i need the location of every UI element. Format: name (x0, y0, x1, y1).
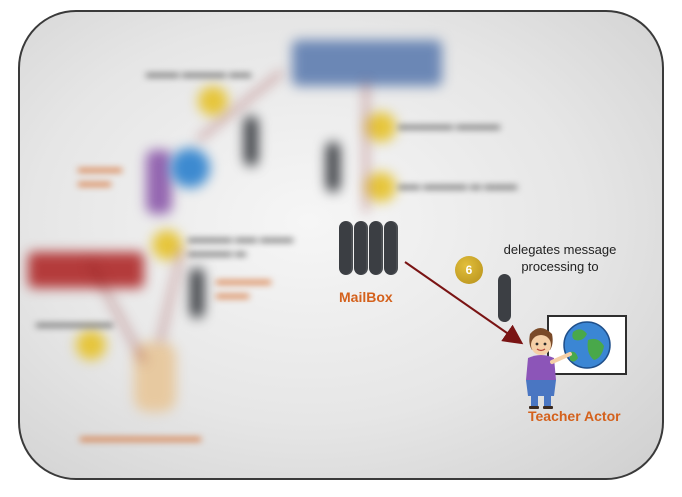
step-ball-4 (152, 230, 182, 260)
blurred-globe (170, 148, 210, 188)
blurred-student-figure (134, 342, 176, 412)
delegation-text-line-2: processing to (521, 259, 599, 274)
mailbox-slot-2 (354, 221, 368, 275)
blurred-bar-2 (326, 142, 340, 192)
blurred-connectors (89, 71, 367, 363)
mailbox-label: MailBox (339, 289, 393, 305)
blurred-text-6: ▬▬▬▬▬▬▬ (78, 163, 122, 189)
step-ball-5 (76, 330, 106, 360)
step-ball-2 (366, 112, 396, 142)
blurred-text-8: ▬▬▬▬▬▬▬▬▬▬▬ (80, 432, 201, 444)
blurred-text-1: ▬▬▬ ▬▬▬▬ ▬▬ (146, 68, 252, 80)
blurred-text-7: ▬▬▬▬▬▬▬▬ (216, 275, 271, 301)
mailbox-slot-3 (369, 221, 383, 275)
delegation-arrow (404, 261, 524, 345)
actor-system-box (28, 252, 144, 288)
step-ball-3 (366, 172, 396, 202)
mailbox-queue (339, 221, 399, 275)
mailbox-slot-4 (384, 221, 398, 275)
blurred-bar-3 (190, 268, 204, 318)
blurred-text-5: ▬▬▬▬▬▬▬ (36, 318, 113, 330)
teacher-actor-illustration (526, 315, 627, 409)
message-dispatcher-box (292, 40, 442, 86)
blurred-teacher-figure (146, 150, 172, 214)
teacher-actor-label: Teacher Actor (528, 408, 621, 424)
blurred-bar-1 (244, 116, 258, 166)
queue-bar (498, 274, 511, 322)
mailbox-slot-1 (339, 221, 353, 275)
step-number-badge: 6 (455, 256, 483, 284)
delegation-text-line-1: delegates message (503, 242, 617, 257)
step-ball-1 (198, 86, 228, 116)
blurred-text-4: ▬▬▬▬ ▬▬ ▬▬▬▬▬▬▬ ▬ (188, 233, 294, 259)
delegation-text: delegates message processing to (490, 241, 630, 275)
slide-frame: ▬▬▬ ▬▬▬▬ ▬▬ ▬▬▬▬▬ ▬▬▬▬ ▬▬ ▬▬▬▬ ▬ ▬▬▬ ▬▬▬… (18, 10, 664, 480)
blurred-text-3: ▬▬ ▬▬▬▬ ▬ ▬▬▬ (398, 180, 518, 192)
blurred-text-2: ▬▬▬▬▬ ▬▬▬▬ (398, 120, 501, 132)
